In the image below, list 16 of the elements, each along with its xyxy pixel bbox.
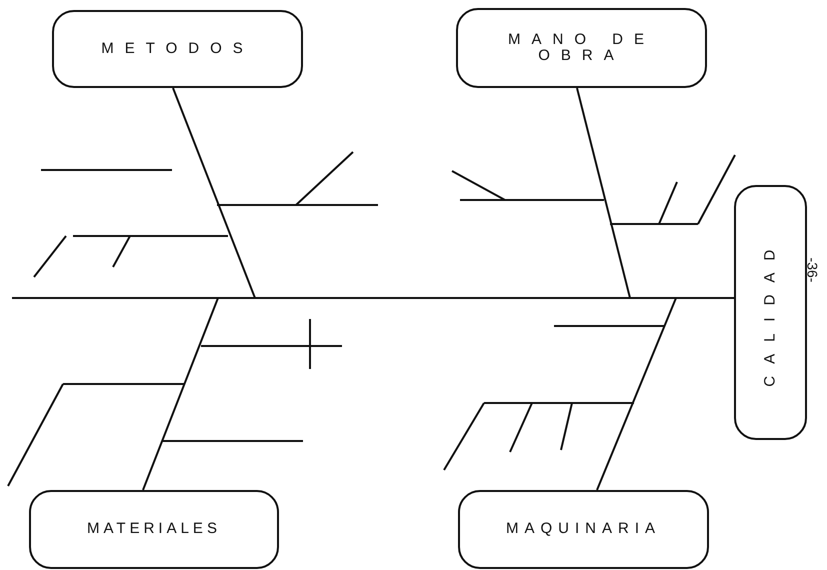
category-label: METODOS: [101, 40, 254, 58]
category-box: [734, 185, 807, 440]
category-label: MATERIALES: [87, 521, 221, 538]
category-label: MAQUINARIA: [506, 521, 661, 538]
fishbone-bone: [596, 298, 677, 490]
fishbone-bone: [576, 88, 631, 298]
category-label: MANO DE OBRA: [506, 32, 656, 64]
page-number: -36-: [804, 258, 820, 282]
category-label: CALIDAD: [762, 238, 779, 388]
fishbone-bone: [172, 88, 256, 298]
fishbone-bone: [142, 298, 219, 490]
category-box: [29, 490, 279, 569]
fishbone-spine: [12, 297, 734, 299]
category-box: [456, 8, 707, 88]
category-box: [458, 490, 709, 569]
category-box: [52, 10, 303, 88]
